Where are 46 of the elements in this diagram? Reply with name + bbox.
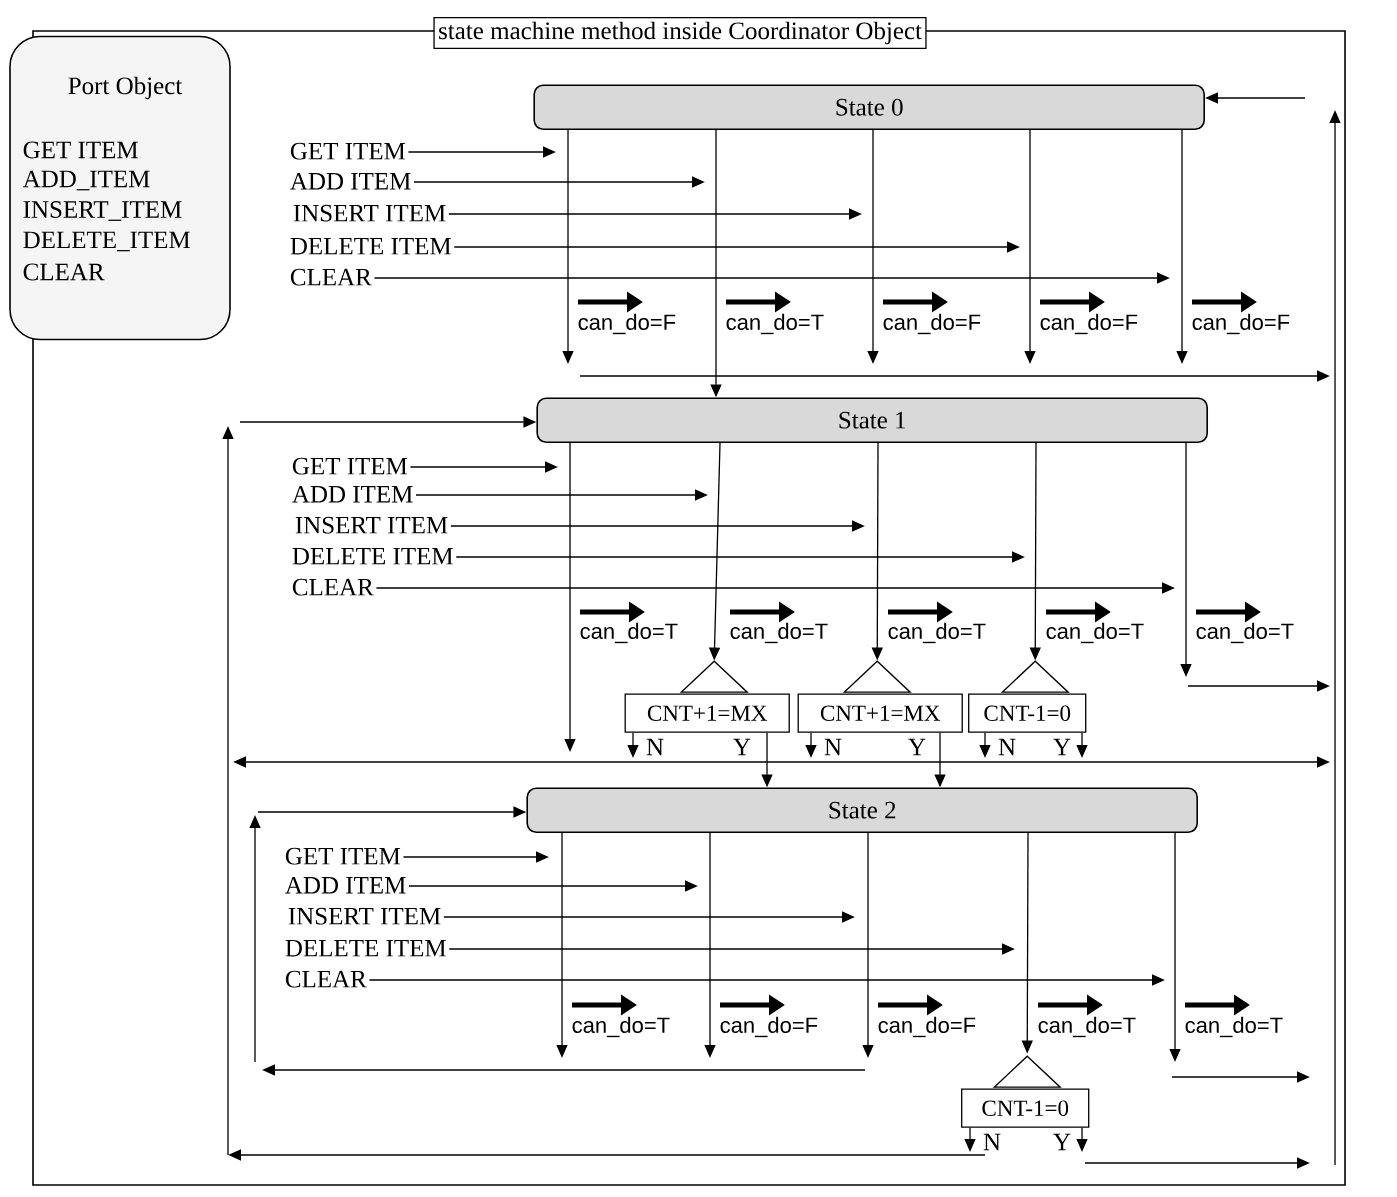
edge-label: Y [733, 738, 751, 756]
decision-box: CNT-1=0 [961, 1055, 1090, 1128]
event-label: DELETE ITEM [285, 940, 446, 957]
state-box: State 1 [536, 397, 1208, 443]
event-label: GET ITEM [290, 142, 406, 160]
condition-label: can_do=T [572, 1016, 670, 1038]
event-label: GET ITEM [292, 457, 408, 475]
condition-label: can_do=T [1196, 622, 1294, 644]
condition-label: can_do=T [1046, 622, 1144, 644]
condition-label: can_do=T [726, 313, 824, 335]
state-box: State 0 [533, 84, 1205, 130]
event-label: ADD ITEM [290, 172, 411, 190]
object-box: Port Object GET ITEM ADD_ITEM INSERT_ITEM DELETE_ITEM CLEAR [9, 35, 231, 341]
edge-label: N [983, 1133, 1001, 1151]
event-label: ADD ITEM [292, 485, 413, 503]
decision-box: CNT+1=MX [624, 660, 790, 733]
event-label: GET ITEM [285, 847, 401, 865]
event-label: CLEAR [292, 578, 374, 596]
edge-label: N [998, 738, 1016, 756]
event-label: INSERT ITEM [288, 907, 441, 925]
condition-label: can_do=F [883, 313, 981, 335]
edge-label: Y [1053, 1133, 1071, 1151]
event-label: DELETE ITEM [290, 238, 451, 255]
event-label: ADD ITEM [285, 876, 406, 894]
event-label: CLEAR [290, 268, 372, 286]
edge-label: N [646, 738, 664, 756]
event-label: INSERT ITEM [295, 516, 448, 534]
decision-box: CNT+1=MX [797, 660, 963, 733]
edge-label: N [824, 738, 842, 756]
condition-label: can_do=F [578, 313, 676, 335]
condition-label: can_do=T [888, 622, 986, 644]
condition-label: can_do=F [1192, 313, 1290, 335]
decision-box: CNT-1=0 [968, 660, 1087, 733]
event-label: INSERT ITEM [293, 204, 446, 222]
state-box: State 2 [526, 787, 1198, 833]
event-label: CLEAR [285, 970, 367, 988]
condition-label: can_do=F [1040, 313, 1138, 335]
condition-label: can_do=T [1185, 1016, 1283, 1038]
condition-label: can_do=F [878, 1016, 976, 1038]
condition-label: can_do=T [730, 622, 828, 644]
edge-label: Y [908, 738, 926, 756]
condition-label: can_do=T [1038, 1016, 1136, 1038]
edge-label: Y [1053, 738, 1071, 756]
condition-label: can_do=F [720, 1016, 818, 1038]
condition-label: can_do=T [580, 622, 678, 644]
event-label: DELETE ITEM [292, 548, 453, 565]
